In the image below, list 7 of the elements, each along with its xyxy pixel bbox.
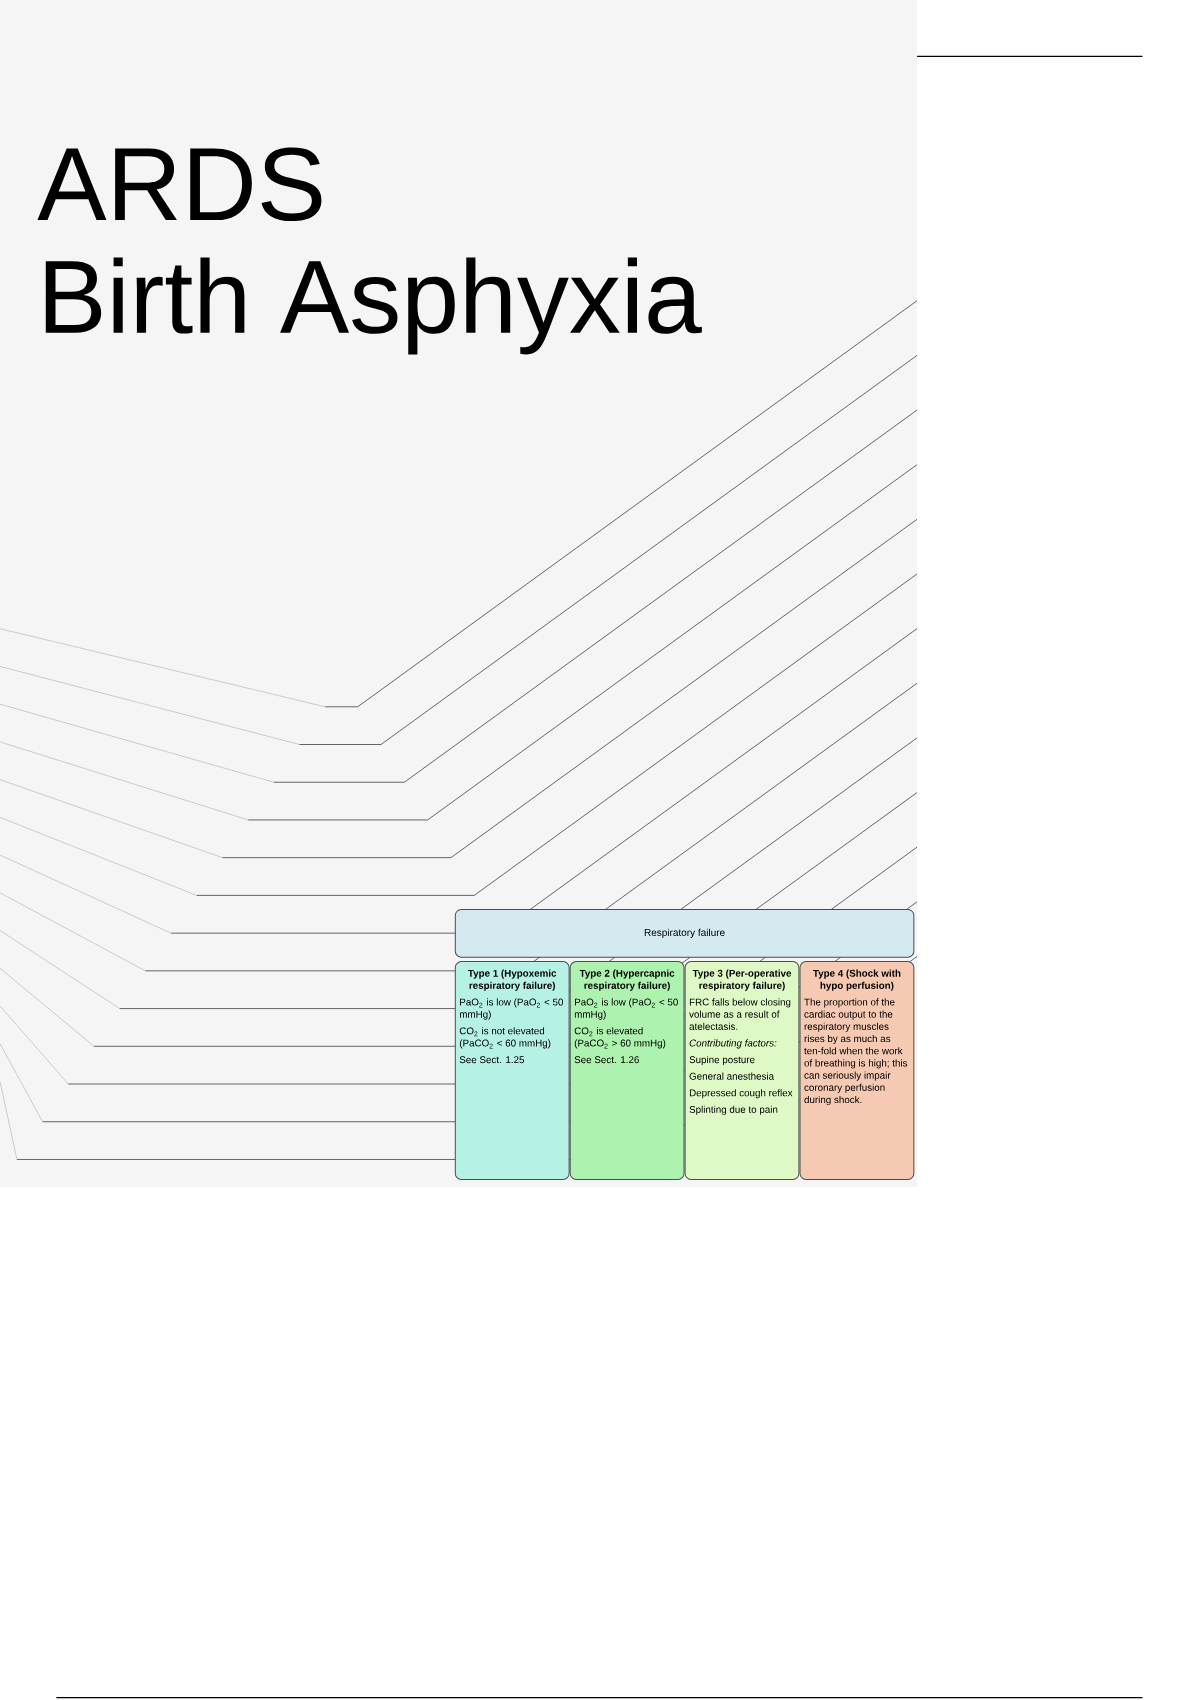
- type-box: Type 3 (Per-operative respiratory failure) FRC falls below closing volume as a result of atelectasis. Contributing factors: Supine posture General anesthesia Depressed cough reflex Splinting due to pain: [684, 961, 800, 1180]
- header-band: Respiratory failure: [454, 909, 915, 958]
- title: ARDS: [37, 147, 322, 222]
- type-box: Type 4 (Shock with hypo perfusion) The proportion of the cardiac output to the respiratory muscles rises by as much as ten-fold when the work of breathing is high; this can seriously impair coronary perfusion during shock.: [799, 961, 915, 1180]
- type-box: Type 2 (Hypercapnic respiratory failure) PaO$_{2}$ is low (PaO$_{2}$ < 50 mmHg) CO$_{2}$ is elevated (PaCO$_{2}$ > 60 mmHg) See Sect. 1.26: [569, 961, 685, 1180]
- type-box: Type 1 (Hypoxemic respiratory failure) PaO$_{2}$ is low (PaO$_{2}$ < 50 mmHg) CO$_{2}$ is not elevated (PaCO$_{2}$ < 60 mmHg) See Sect. 1.25: [454, 961, 570, 1180]
- subtitle: Birth Asphyxia: [45, 257, 702, 355]
